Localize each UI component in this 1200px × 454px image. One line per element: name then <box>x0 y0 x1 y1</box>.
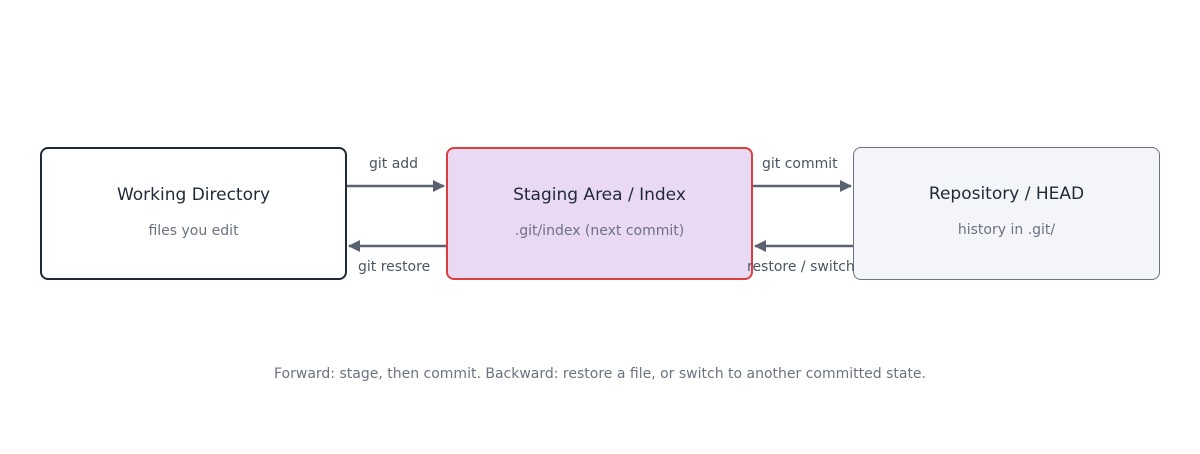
repository-node: Repository / HEAD history in .git/ <box>853 147 1160 280</box>
staging-area-subtitle: .git/index (next commit) <box>514 223 685 239</box>
edge-label-git-restore: git restore <box>358 259 431 275</box>
working-directory-subtitle: files you edit <box>148 223 239 239</box>
edge-label-git-add: git add <box>369 156 419 172</box>
working-directory-title: Working Directory <box>116 185 271 205</box>
repository-title: Repository / HEAD <box>928 184 1085 204</box>
working-directory-node: Working Directory files you edit <box>40 147 347 280</box>
staging-area-title: Staging Area / Index <box>513 185 686 205</box>
staging-area-node: Staging Area / Index .git/index (next co… <box>446 147 753 280</box>
repository-subtitle: history in .git/ <box>957 222 1056 238</box>
edge-label-restore-switch: restore / switch <box>747 259 855 275</box>
diagram-caption: Forward: stage, then commit. Backward: r… <box>274 366 926 382</box>
edge-label-git-commit: git commit <box>762 156 838 172</box>
